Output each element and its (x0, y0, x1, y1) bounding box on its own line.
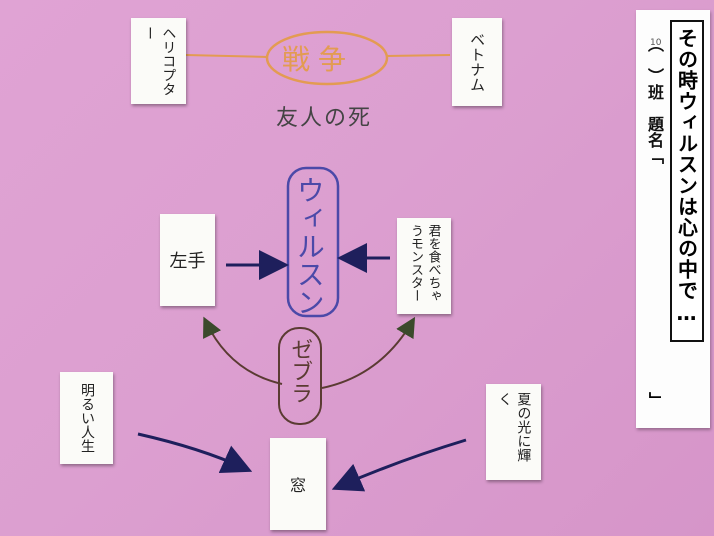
friend-death-label: 友人の死 (276, 106, 373, 131)
war-to-vietnam-line (385, 54, 451, 57)
helicopter-card: ヘリコプター (131, 18, 186, 104)
helicopter-label: ヘリコプター (141, 26, 177, 96)
brightlife-arrow (137, 432, 253, 473)
wilson-label: ウィルスン (292, 176, 326, 316)
zebra-label: ゼブラ (287, 338, 313, 404)
class-label: （ ）班 題名「 (645, 36, 664, 164)
lefthand-label: 左手 (169, 251, 206, 272)
banner-title: その時ウィルスンは心の中で… (670, 20, 704, 342)
bright-life-label: 明るい人生 (78, 383, 95, 453)
monster-label: 君を食べちゃうモンスター (408, 224, 441, 302)
zebra-outline (278, 327, 322, 425)
vietnam-card: ベトナム (452, 18, 502, 106)
war-to-helicopter-line (185, 54, 269, 58)
window-label: 窓 (289, 476, 306, 495)
summer-light-label: 夏の光に輝く (496, 392, 532, 462)
zebra-to-lefthand-curve (203, 316, 283, 385)
lefthand-card: 左手 (160, 214, 215, 306)
banner-closing-bracket: 」 (646, 392, 665, 408)
vietnam-label: ベトナム (468, 32, 487, 92)
bright-life-card: 明るい人生 (60, 372, 113, 464)
summer-light-card: 夏の光に輝く (486, 384, 541, 480)
class-number: 10 (650, 38, 662, 48)
summerlight-arrow (331, 438, 467, 492)
window-card: 窓 (270, 438, 326, 530)
war-ellipse (265, 30, 389, 86)
wilson-outline (286, 166, 340, 318)
war-label: 戦争 (282, 43, 355, 76)
zebra-to-monster-curve (321, 316, 416, 389)
monster-card: 君を食べちゃうモンスター (397, 218, 451, 314)
